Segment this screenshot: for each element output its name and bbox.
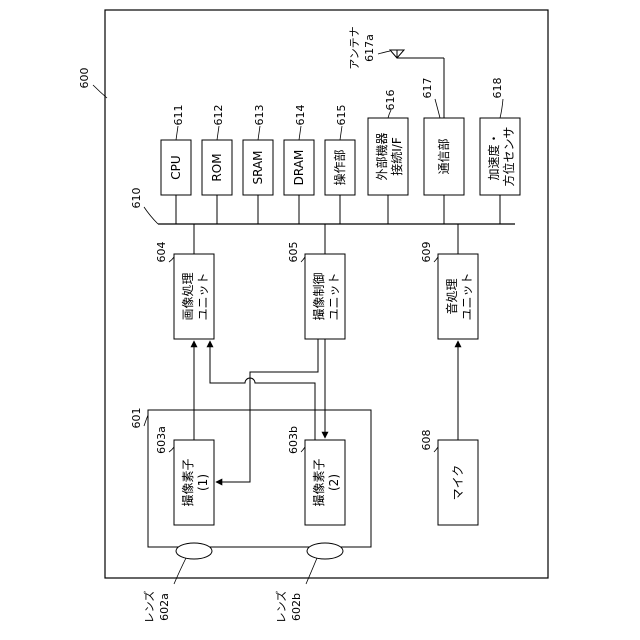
- lens-2-ref: 602b: [290, 593, 303, 621]
- lens-2-icon: [307, 543, 343, 559]
- antenna-label: アンテナ: [348, 26, 361, 70]
- image-sensor-2-label-1: 撮像素子: [312, 458, 326, 506]
- lens-1-label: レンズ: [142, 591, 156, 624]
- microphone-label: マイク: [451, 465, 465, 501]
- image-sensor-2: 撮像素子 (2) 603b: [287, 426, 345, 525]
- bus-block-external-if: 外部機器 接続I/F 616: [368, 90, 408, 225]
- operation-label: 操作部: [332, 149, 347, 185]
- microphone-block: マイク 608: [420, 430, 478, 526]
- bus-block-dram: DRAM 614: [284, 105, 314, 225]
- operation-ref: 615: [335, 105, 348, 126]
- unit-sound-processing: 音処理 ユニット 609: [420, 224, 478, 339]
- imaging-control-label-2: ユニット: [327, 272, 341, 320]
- image-processing-label-1: 画像処理: [181, 272, 195, 320]
- lens-2: レンズ 602b: [274, 543, 343, 623]
- external-if-label-1: 外部機器: [374, 132, 389, 180]
- lens-1-ref: 602a: [158, 593, 171, 621]
- sram-ref: 613: [253, 105, 266, 126]
- image-sensor-2-label-2: (2): [327, 474, 341, 491]
- accel-sensor-label-2: 方位センサ: [501, 126, 516, 186]
- sram-label: SRAM: [251, 150, 265, 184]
- bus-ref-leader: [144, 207, 158, 224]
- bus-block-cpu: CPU 611: [161, 105, 191, 225]
- bus-ref-label: 610: [130, 188, 143, 209]
- cpu-ref: 611: [172, 105, 185, 126]
- sound-processing-label-1: 音処理: [444, 278, 459, 314]
- lens-2-label: レンズ: [274, 591, 288, 624]
- image-sensor-2-ref: 603b: [287, 426, 300, 454]
- imaging-control-ref: 605: [287, 242, 300, 263]
- camera-module-ref: 601: [130, 408, 143, 429]
- sound-processing-ref: 609: [420, 242, 433, 263]
- rom-label: ROM: [210, 153, 224, 181]
- external-if-ref: 616: [384, 90, 397, 111]
- bus-block-rom: ROM 612: [202, 105, 232, 225]
- image-sensor-1: 撮像素子 (1) 603a: [155, 426, 214, 525]
- cpu-label: CPU: [169, 155, 183, 179]
- image-sensor-1-label-1: 撮像素子: [181, 458, 195, 506]
- microphone-ref: 608: [420, 430, 433, 451]
- bus-block-sram: SRAM 613: [243, 105, 273, 225]
- system-ref-label: 600: [78, 68, 91, 89]
- bus-block-communication: 通信部 617: [421, 78, 464, 225]
- arrow-sensor2-to-image-processing: [210, 341, 315, 440]
- bus-block-operation: 操作部 615: [325, 105, 355, 225]
- communication-ref: 617: [421, 78, 434, 99]
- unit-imaging-control: 撮像制御 ユニット 605: [287, 224, 345, 339]
- sound-processing-label-2: ユニット: [460, 272, 474, 320]
- antenna-ref: 617a: [363, 34, 376, 62]
- accel-sensor-ref: 618: [491, 78, 504, 99]
- image-processing-ref: 604: [155, 242, 168, 263]
- dram-label: DRAM: [292, 150, 306, 186]
- bus-block-accel-sensor: 加速度・ 方位センサ 618: [480, 78, 520, 225]
- rom-ref: 612: [212, 105, 225, 126]
- imaging-control-label-1: 撮像制御: [311, 272, 326, 320]
- lens-1: レンズ 602a: [142, 543, 212, 623]
- external-if-label-2: 接続I/F: [389, 137, 404, 176]
- unit-image-processing: 画像処理 ユニット 604: [155, 224, 214, 339]
- communication-label: 通信部: [436, 138, 451, 174]
- accel-sensor-label-1: 加速度・: [486, 132, 501, 180]
- lens-1-icon: [176, 543, 212, 559]
- image-sensor-1-label-2: (1): [196, 474, 210, 491]
- dram-ref: 614: [294, 105, 307, 126]
- image-sensor-1-ref: 603a: [155, 426, 168, 454]
- image-processing-label-2: ユニット: [196, 272, 210, 320]
